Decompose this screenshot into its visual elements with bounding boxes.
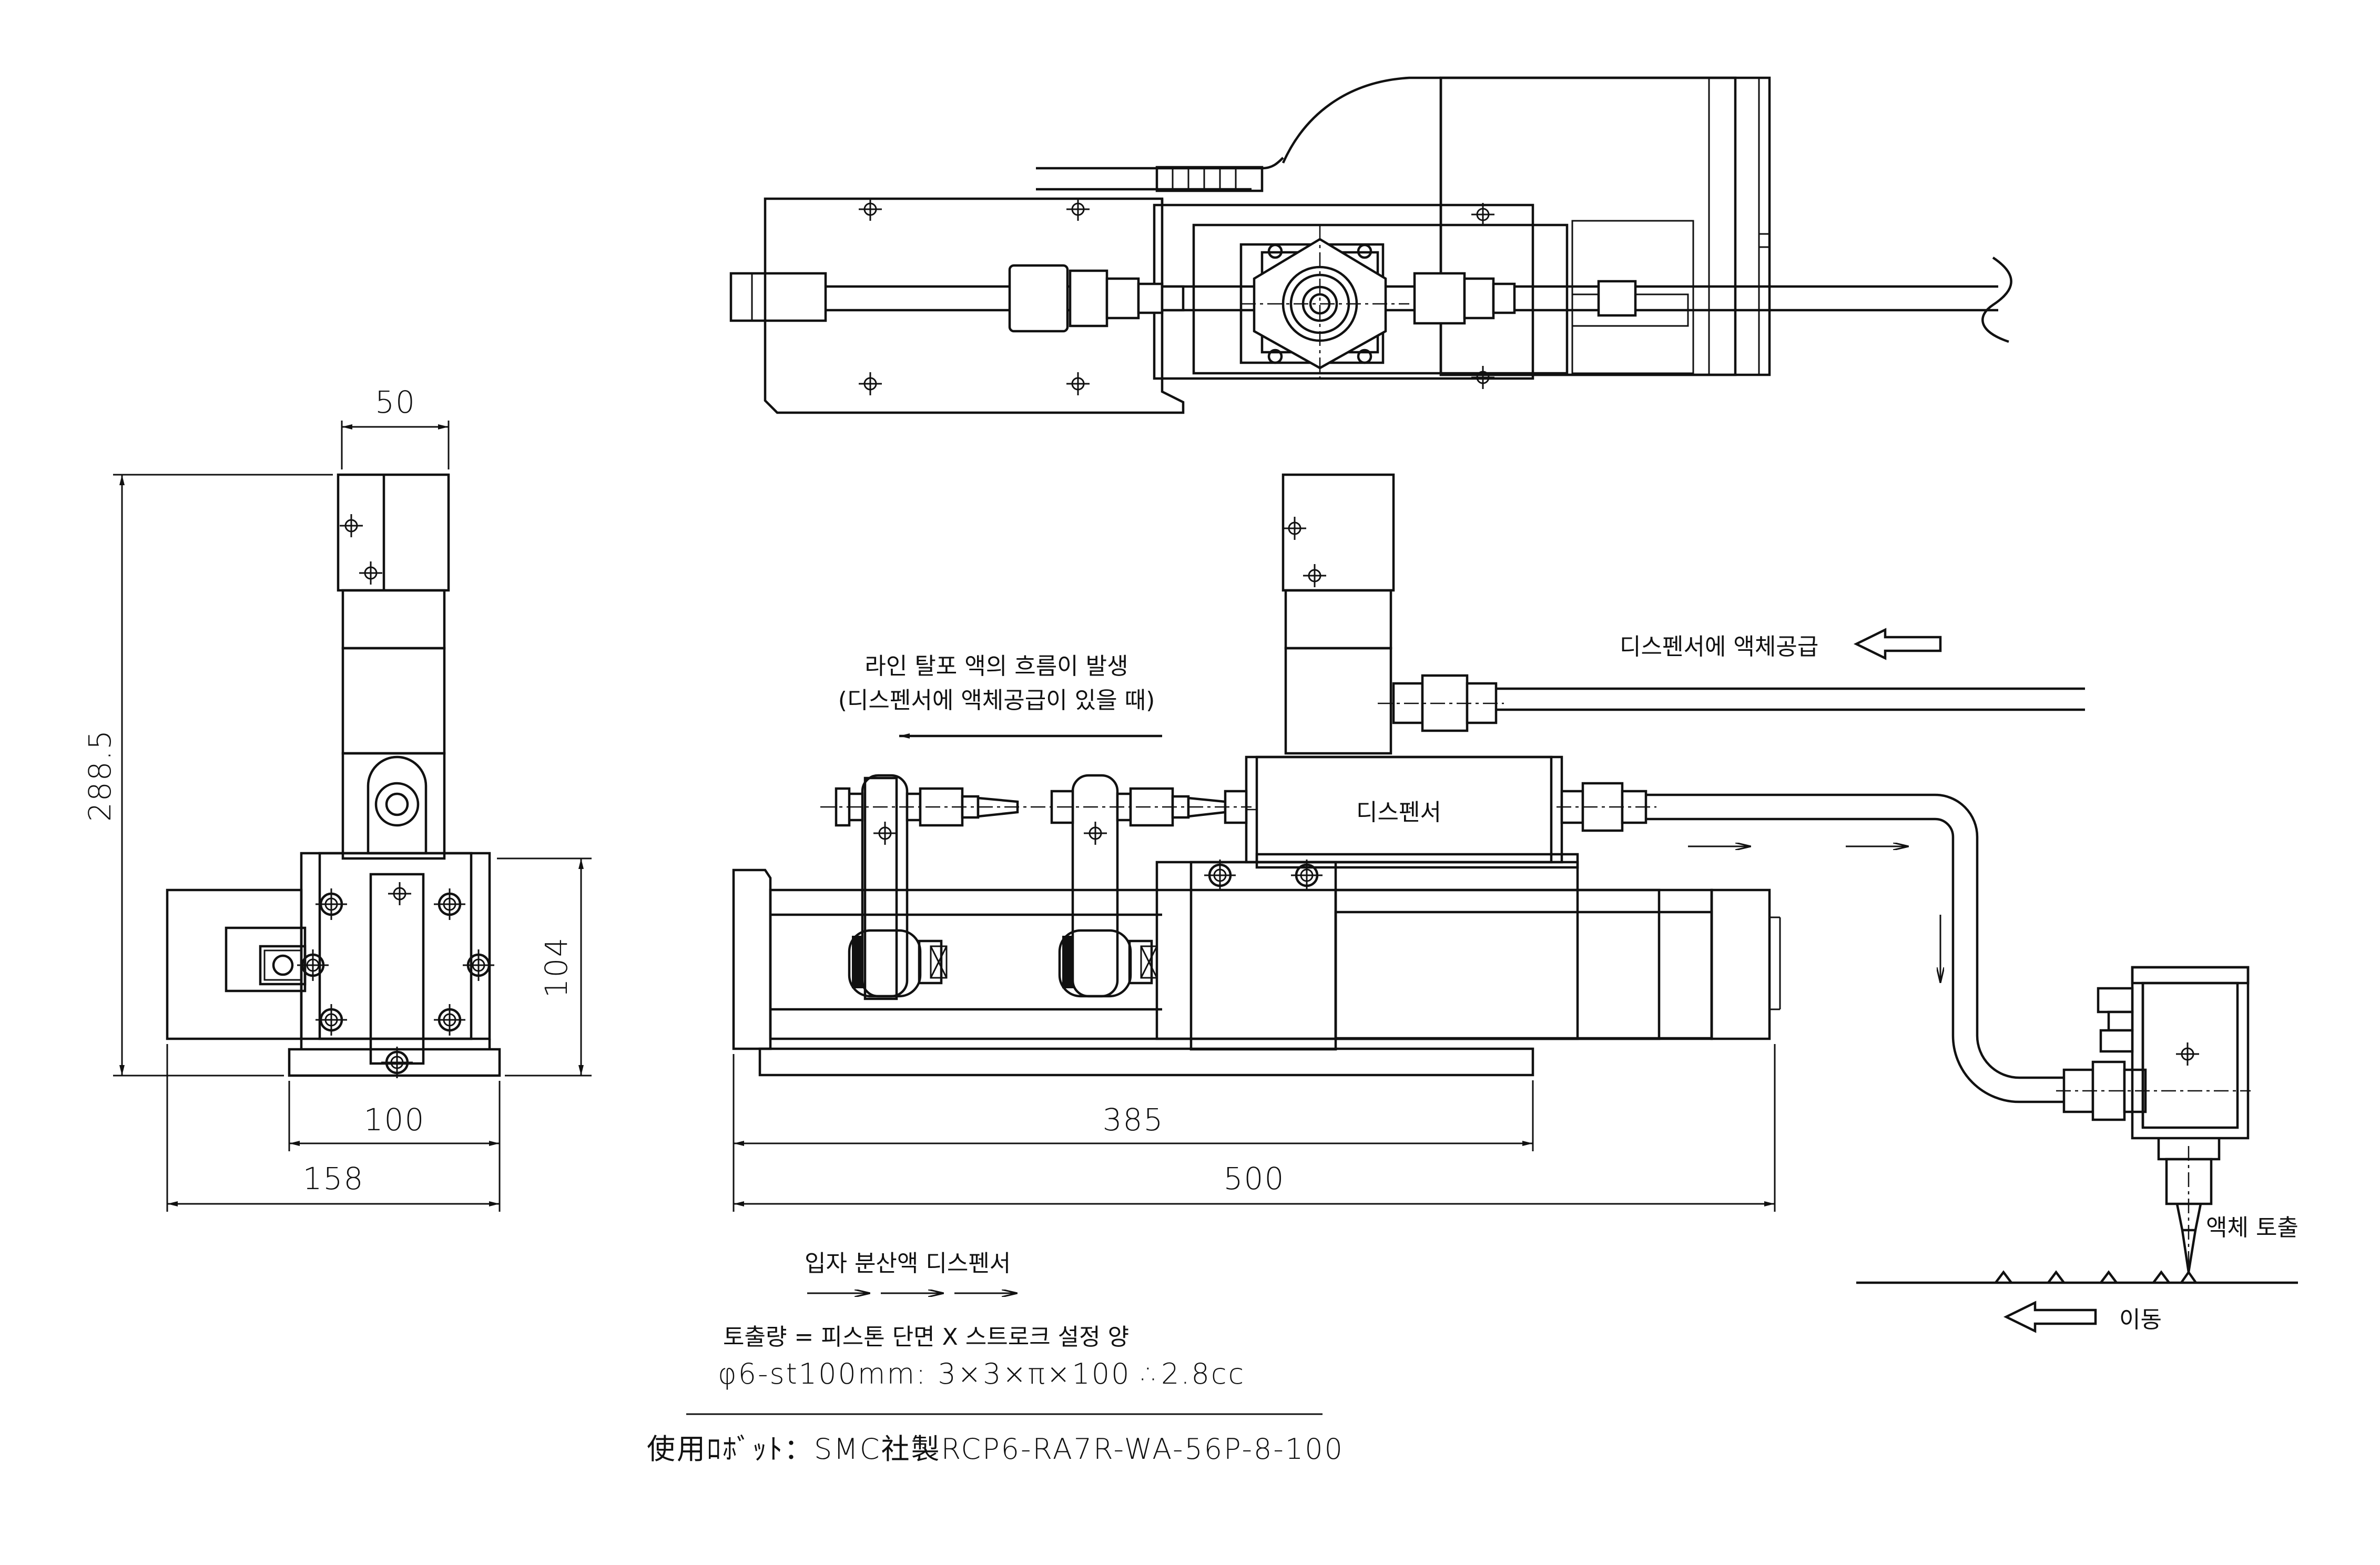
front-view: 디스펜서 xyxy=(732,473,2298,1284)
dim-50: 50 xyxy=(375,384,416,420)
front-clamp-left xyxy=(848,774,948,1000)
top-view-dispenser-flange xyxy=(1241,226,1409,384)
movement-note: 이동 xyxy=(2119,1306,2162,1333)
discharge-note: 액체 토출 xyxy=(2206,1214,2298,1241)
side-view xyxy=(166,473,501,1078)
top-view-motor xyxy=(1281,76,1771,376)
dim-385: 385 xyxy=(1103,1102,1164,1138)
front-line-fittings xyxy=(820,787,1252,827)
work-surface xyxy=(1856,1270,2298,1284)
outlet-line xyxy=(1557,782,2064,1103)
nozzle-head xyxy=(2056,966,2251,1277)
supply-note: 디스펜서에 액체공급 xyxy=(1620,633,1818,660)
dim-158: 158 xyxy=(303,1161,364,1196)
annotations: 라인 탈포 액의 흐름이 발생 (디스펜서에 액체공급이 있을 때) 디스펜서에… xyxy=(647,628,2298,1466)
front-clamp-right xyxy=(1058,774,1158,998)
dispenser-label: 디스펜서 xyxy=(1356,799,1441,826)
side-view-motor xyxy=(166,888,307,1040)
top-view xyxy=(729,76,2012,414)
discharge-formula: 토출량 = 피스톤 단면 X 스트로크 설정 양 xyxy=(723,1324,1129,1351)
side-view-dimensions: 50 288.5 104 100 158 xyxy=(82,384,592,1212)
dim-500: 500 xyxy=(1224,1161,1285,1196)
backflow-note-line2: (디스펜서에 액체공급이 있을 때) xyxy=(838,687,1155,714)
particle-dispenser-note: 입자 분산액 디스펜서 xyxy=(805,1250,1011,1277)
front-view-dimensions: 385 500 xyxy=(733,1044,1776,1212)
dim-104: 104 xyxy=(538,937,574,998)
discharge-calculation: φ6-st100mm: 3×3×π×100 ∴2.8cc xyxy=(718,1357,1245,1390)
movement-arrow xyxy=(2003,1301,2097,1333)
dim-100: 100 xyxy=(364,1102,425,1138)
supply-fitting xyxy=(1378,674,2085,732)
top-view-fittings xyxy=(1008,264,1637,333)
backflow-note-line1: 라인 탈포 액의 흐름이 발생 xyxy=(864,653,1128,680)
top-view-cable xyxy=(1036,157,1284,192)
side-view-clamp xyxy=(367,755,428,855)
dim-288-5: 288.5 xyxy=(82,729,118,822)
robot-spec: 使用ﾛﾎﾞｯﾄ：SMC社製RCP6-RA7R-WA-56P-8-100 xyxy=(647,1433,1344,1466)
supply-arrow xyxy=(1853,628,1942,660)
